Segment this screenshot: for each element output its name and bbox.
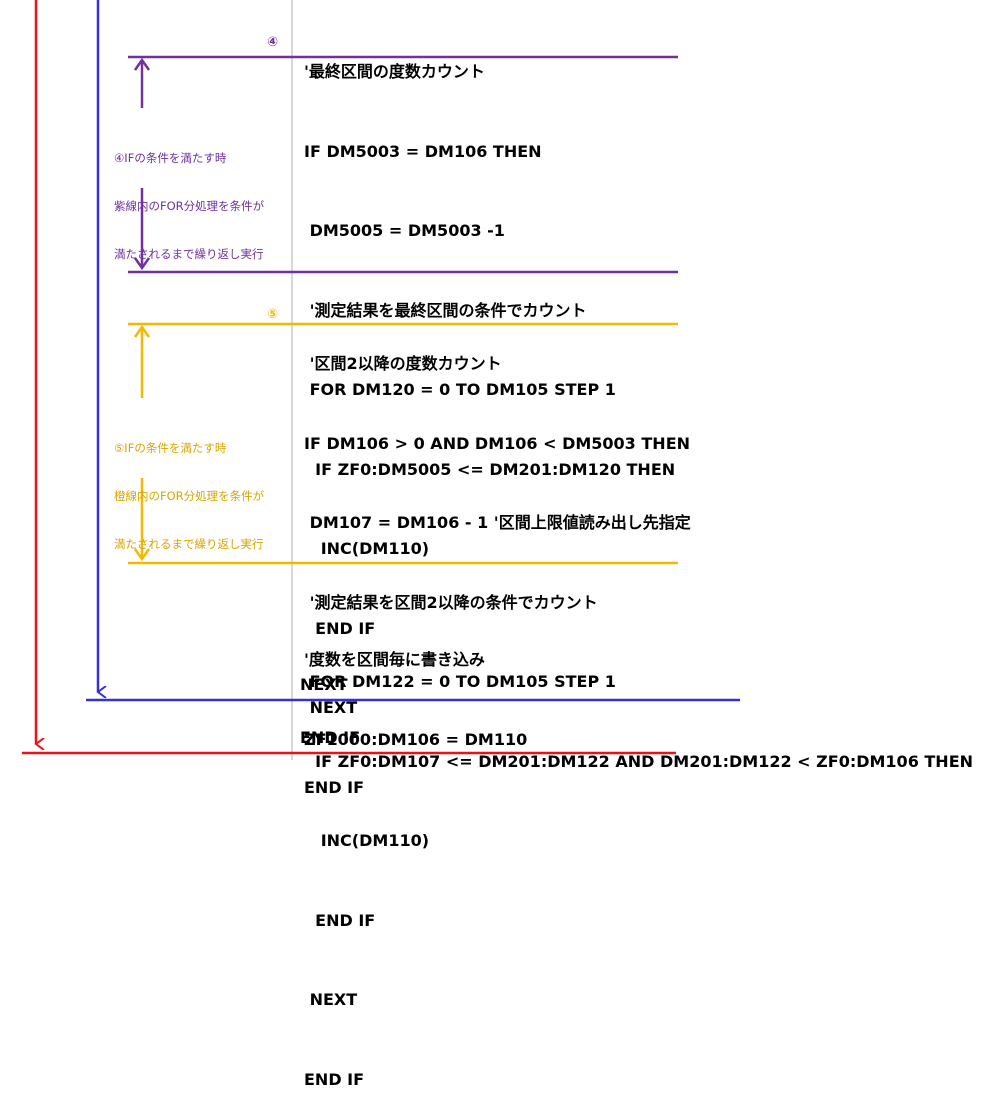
note-line: 満たされるまで繰り返し実行 — [114, 537, 264, 551]
section4-marker: ④ — [267, 35, 279, 50]
code-line: ZF1000:DM106 = DM110 — [304, 729, 528, 749]
code-line: NEXT — [304, 698, 358, 717]
flow-diagram — [22, 0, 740, 760]
note-line: ④IFの条件を満たす時 — [114, 151, 227, 165]
code-line: IF ZF0:DM5005 <= DM201:DM120 THEN — [304, 459, 676, 479]
code-line: INC(DM110) — [304, 539, 430, 558]
note-line: ⑤IFの条件を満たす時 — [114, 441, 227, 455]
section4-note: ④IFの条件を満たす時 紫線内のFOR分処理を条件が 満たされるまで繰り返し実行 — [114, 118, 264, 278]
code-line: IF DM106 > 0 AND DM106 < DM5003 THEN — [304, 433, 691, 453]
code-line: NEXT — [304, 990, 358, 1009]
note-line: 紫線内のFOR分処理を条件が — [114, 199, 265, 213]
gold-arrow-up-head — [133, 324, 151, 338]
code-line: DM5005 = DM5003 -1 — [304, 221, 505, 240]
code-line: '度数を区間毎に書き込み — [304, 650, 485, 669]
purple-arrow-up-head — [133, 57, 151, 71]
note-line: 橙線内のFOR分処理を条件が — [114, 489, 265, 503]
section5-note: ⑤IFの条件を満たす時 橙線内のFOR分処理を条件が 満たされるまで繰り返し実行 — [114, 408, 264, 568]
gold-arrow-down-head — [133, 548, 151, 562]
code-line: END IF — [304, 910, 376, 930]
write-code: '度数を区間毎に書き込み ZF1000:DM106 = DM110 — [304, 594, 527, 780]
code-line: DM107 = DM106 - 1 '区間上限値読み出し先指定 — [304, 513, 691, 532]
section5-marker: ⑤ — [267, 307, 279, 322]
code-line: '測定結果を区間2以降の条件でカウント — [304, 592, 598, 612]
code-line: IF DM5003 = DM106 THEN — [304, 141, 542, 161]
code-line: '区間2以降の度数カウント — [304, 354, 502, 373]
code-line: FOR DM122 = 0 TO DM105 STEP 1 — [304, 672, 616, 691]
code-line: FOR DM120 = 0 TO DM105 STEP 1 — [304, 380, 616, 399]
code-line: INC(DM110) — [304, 831, 430, 850]
note-line: 満たされるまで繰り返し実行 — [114, 247, 264, 261]
code-line: '測定結果を最終区間の条件でカウント — [304, 300, 587, 320]
if-end: END IF — [300, 728, 361, 747]
code-line: '最終区間の度数カウント — [304, 62, 485, 81]
loop-end-next: NEXT — [300, 675, 348, 694]
code-line: END IF — [304, 618, 376, 638]
purple-arrow-down-head — [133, 257, 151, 271]
code-line: END IF — [304, 1069, 365, 1089]
section4-code: '最終区間の度数カウント IF DM5003 = DM106 THEN DM50… — [304, 6, 675, 828]
